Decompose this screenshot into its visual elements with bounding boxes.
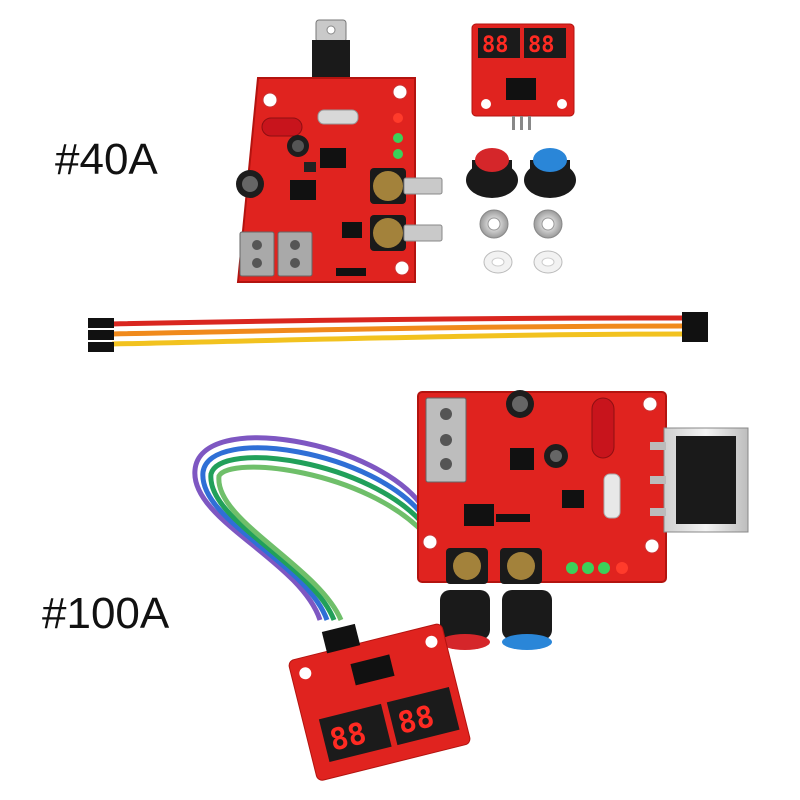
svg-text:88: 88 bbox=[482, 33, 509, 58]
display-module-100a: 88 88 bbox=[288, 623, 471, 781]
svg-text:88: 88 bbox=[528, 33, 555, 58]
pcb-100a bbox=[417, 390, 749, 584]
pcb-40a bbox=[236, 19, 443, 283]
variant-label-100a: #100A bbox=[42, 589, 170, 638]
rotary-knob-icon bbox=[466, 148, 576, 198]
rotary-knob-icon bbox=[440, 590, 552, 650]
svg-text:88: 88 bbox=[394, 699, 438, 742]
variant-label-40a: #40A bbox=[55, 135, 158, 184]
svg-text:88: 88 bbox=[326, 716, 370, 759]
display-module-40a: 88 88 bbox=[471, 23, 575, 130]
seven-segment-display-icon: 88 88 bbox=[482, 33, 555, 58]
seven-segment-display-icon: 88 88 bbox=[326, 699, 437, 759]
nut-washer-icon bbox=[479, 209, 563, 274]
regulator-icon bbox=[312, 19, 350, 92]
dupont-cable-icon bbox=[88, 312, 708, 352]
ribbon-cable-icon bbox=[192, 435, 428, 622]
heatsink-icon bbox=[650, 427, 749, 533]
